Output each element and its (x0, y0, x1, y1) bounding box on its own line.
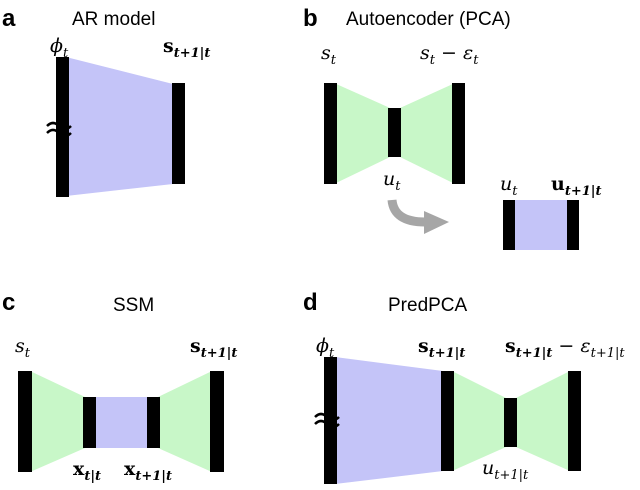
s-recon-bar (568, 371, 581, 471)
phi-input-bar (56, 57, 69, 197)
panel-letter-a: a (2, 5, 16, 32)
panel-title-b: Autoencoder (PCA) (346, 9, 511, 30)
panel-c: c SSM st st+1|t xt|t xt+1|t (2, 289, 237, 484)
x-t1-bar (147, 397, 160, 448)
decoder-trapezoid (400, 83, 455, 184)
label-x-t1t: xt+1|t (124, 458, 172, 484)
s-input-bar (324, 83, 337, 184)
wavy-break-icon (46, 121, 72, 138)
encoder-trapezoid (334, 83, 390, 184)
u-transition-block (512, 200, 570, 250)
panel-letter-c: c (2, 289, 15, 316)
decoder-trapezoid (158, 371, 212, 472)
predictive-mapping-trapezoid (335, 357, 443, 484)
panel-title-d: PredPCA (388, 295, 468, 316)
label-x-tt: xt|t (73, 458, 101, 484)
label-s-minus-eps: st+1|t − εt+1|t (505, 335, 625, 361)
curved-arrow-icon (387, 199, 449, 234)
wavy-break-icon (314, 412, 340, 429)
x-t-bar (83, 397, 96, 448)
u-t1t-bar (567, 200, 579, 250)
label-s-t1t: st+1|t (418, 335, 465, 361)
s-output-bar (210, 371, 224, 472)
transition-block (95, 397, 150, 448)
u-t-bar (503, 200, 515, 250)
encoder-trapezoid (452, 371, 506, 471)
panel-a: a AR model ϕt st+1|t (2, 5, 210, 197)
label-u-t1t: ut+1|t (551, 173, 602, 199)
s-predicted-bar (441, 371, 454, 471)
panel-d: d PredPCA ϕt st+1|t st+1|t − εt+1|t ut+1… (303, 289, 625, 484)
panel-b: b Autoencoder (PCA) st st − εt ut ut ut+… (303, 5, 602, 250)
s-input-bar (18, 371, 32, 472)
encoder-trapezoid (30, 371, 85, 472)
panel-letter-b: b (303, 5, 318, 32)
panel-title-a: AR model (72, 9, 155, 30)
label-s-t1t: st+1|t (190, 335, 237, 361)
label-s-minus-eps: st − εt (420, 42, 479, 68)
decoder-trapezoid (516, 371, 570, 471)
u-latent-bar (504, 398, 517, 447)
label-phi-t: ϕt (50, 35, 69, 61)
panel-title-c: SSM (113, 295, 154, 316)
label-s-t: st (321, 42, 337, 68)
label-s-t1t: st+1|t (163, 35, 210, 61)
label-u-t1t: ut+1|t (482, 457, 529, 483)
s-output-bar (172, 83, 185, 184)
ar-mapping-trapezoid (66, 57, 173, 196)
s-recon-bar (452, 83, 465, 184)
label-u-t: ut (383, 168, 401, 194)
u-latent-bar (388, 108, 401, 157)
label-phi-t: ϕt (316, 335, 335, 361)
panel-letter-d: d (303, 289, 318, 316)
label-s-t: st (15, 335, 31, 361)
label-u-t-right: ut (500, 173, 518, 199)
